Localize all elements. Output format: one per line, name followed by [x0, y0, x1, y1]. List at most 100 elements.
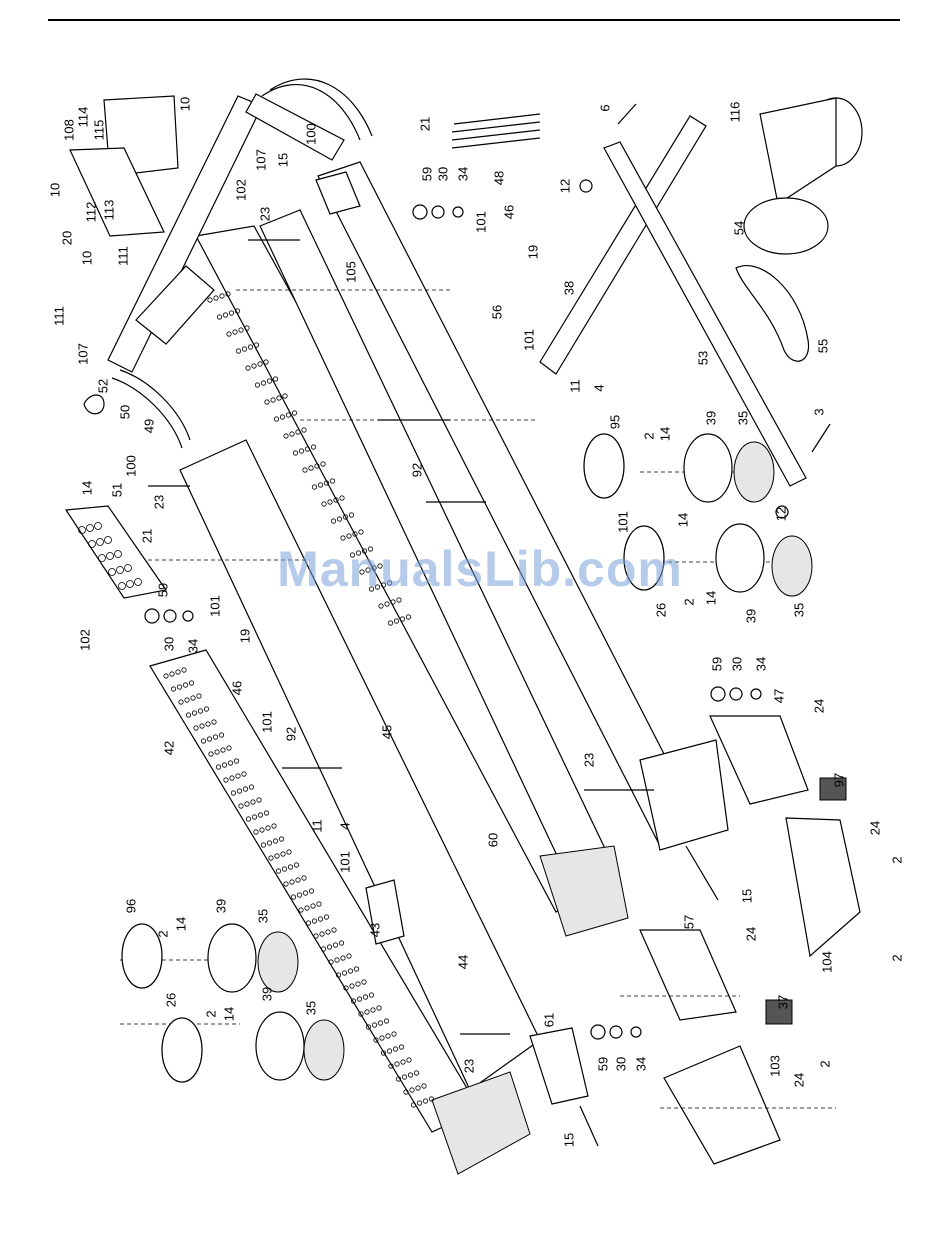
part-callout-42: 42: [161, 741, 176, 755]
perforation-hole: [104, 536, 112, 544]
perforation-hole: [266, 378, 273, 384]
perforation-hole: [211, 719, 217, 725]
part-callout-43: 43: [367, 923, 382, 937]
part-callout-19: 19: [525, 245, 540, 259]
part-callout-34: 34: [633, 1057, 648, 1071]
perforation-hole: [230, 790, 237, 796]
part-callout-10: 10: [79, 251, 94, 265]
perforation-hole: [304, 905, 310, 911]
perforation-hole: [371, 565, 377, 571]
part-callout-19: 19: [237, 629, 252, 643]
perforation-hole: [134, 578, 142, 586]
perforation-hole: [247, 344, 254, 350]
part-callout-39: 39: [213, 899, 228, 913]
perforation-hole: [199, 723, 205, 729]
part-callout-26: 26: [163, 993, 178, 1007]
rail-perforations: [163, 667, 435, 1108]
perforation-hole: [376, 1005, 382, 1011]
perforation-hole: [98, 554, 106, 562]
part-callout-14: 14: [657, 427, 672, 441]
perforation-hole: [320, 946, 327, 952]
perforation-hole: [86, 524, 94, 532]
washer-30-a: [163, 609, 177, 623]
perforation-hole: [407, 1072, 414, 1078]
perforation-hole: [367, 546, 374, 552]
perforation-hole: [251, 814, 258, 820]
perforation-hole: [325, 929, 331, 935]
perforation-hole: [388, 1063, 394, 1069]
part-callout-24: 24: [867, 821, 882, 835]
perforation-hole: [377, 1020, 384, 1026]
deck-perforations: [207, 291, 412, 626]
perforation-hole: [361, 548, 368, 554]
roller-tube-53: [603, 141, 807, 487]
washer-59-a: [144, 608, 160, 624]
perforation-hole: [421, 1083, 427, 1089]
perforation-hole: [228, 310, 235, 316]
perforation-hole: [340, 955, 346, 961]
cable-bundle-2: [111, 377, 183, 449]
drive-belt: [735, 265, 810, 362]
upright-cable-arc: [261, 84, 361, 141]
part-callout-100: 100: [303, 123, 318, 145]
right-upper-rail: [259, 209, 621, 901]
perforation-hole: [349, 552, 356, 558]
pulley-35-a: [257, 931, 299, 993]
perforation-hole: [188, 680, 195, 686]
perforation-hole: [213, 295, 219, 301]
part-callout-104: 104: [819, 951, 834, 973]
perforation-hole: [385, 1033, 391, 1039]
part-callout-101: 101: [473, 211, 488, 233]
rear-end-cap-left: [431, 1071, 531, 1175]
perforation-hole: [416, 1100, 423, 1106]
perforation-hole: [234, 308, 241, 314]
part-callout-14: 14: [79, 481, 94, 495]
perforation-hole: [374, 584, 381, 590]
perforation-hole: [268, 855, 274, 861]
perforation-hole: [116, 566, 124, 574]
nut-34-b: [452, 206, 464, 218]
part-callout-107: 107: [75, 343, 90, 365]
perforation-hole: [254, 382, 261, 388]
perforation-hole: [221, 762, 228, 768]
perforation-hole: [338, 940, 345, 946]
part-callout-49: 49: [141, 419, 156, 433]
part-callout-23: 23: [151, 495, 166, 509]
part-callout-103: 103: [767, 1055, 782, 1077]
part-callout-14: 14: [703, 591, 718, 605]
perforation-hole: [350, 998, 357, 1004]
perforation-hole: [263, 359, 269, 365]
perforation-hole: [386, 1048, 393, 1054]
part-callout-11: 11: [567, 379, 582, 393]
perforation-hole: [124, 564, 132, 572]
part-callout-100: 100: [123, 455, 138, 477]
part-callout-56: 56: [489, 305, 504, 319]
perforation-hole: [96, 538, 104, 546]
part-callout-39: 39: [703, 411, 718, 425]
nut-12-a: [579, 179, 593, 193]
perforation-hole: [320, 461, 326, 467]
crossbar-tube: [315, 171, 361, 215]
perforation-hole: [286, 849, 292, 855]
perforation-hole: [358, 529, 364, 535]
part-callout-111: 111: [51, 306, 66, 326]
rear-cover-104: [785, 817, 861, 958]
perforation-hole: [356, 996, 363, 1002]
perforation-hole: [359, 569, 365, 575]
perforation-hole: [245, 365, 251, 371]
part-callout-35: 35: [255, 909, 270, 923]
part-callout-20: 20: [59, 231, 74, 245]
part-callout-34: 34: [185, 639, 200, 653]
end-cap-26-a: [161, 1017, 203, 1083]
perforation-hole: [331, 927, 337, 933]
perforation-hole: [321, 501, 327, 507]
perforation-hole: [114, 550, 122, 558]
bolt-15-right: [685, 845, 719, 901]
perforation-hole: [290, 894, 297, 900]
perforation-hole: [330, 518, 337, 524]
perforation-hole: [353, 966, 360, 972]
perforation-hole: [264, 399, 270, 405]
part-callout-21: 21: [139, 529, 154, 543]
perforation-hole: [181, 667, 187, 673]
